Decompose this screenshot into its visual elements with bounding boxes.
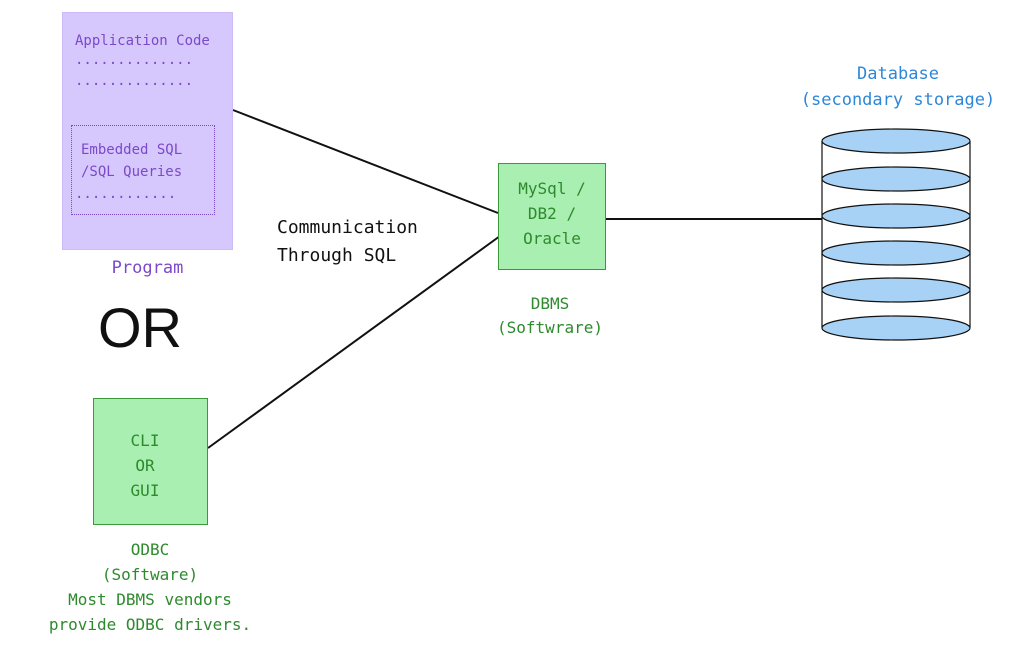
dbms-line1: MySql /	[518, 179, 586, 198]
communication-label: Communication Through SQL	[277, 214, 418, 270]
database-label1: Database	[857, 64, 939, 84]
database-label: Database (secondary storage)	[788, 61, 1008, 113]
dbms-label1: DBMS	[530, 294, 570, 313]
odbc-label3: Most DBMS vendors	[68, 590, 232, 609]
cli-line3: GUI	[130, 481, 160, 500]
database-cylinder-icon	[821, 128, 971, 341]
dbms-label: DBMS (Softwrare)	[470, 292, 630, 340]
odbc-label1: ODBC	[130, 540, 170, 559]
cli-box-text: CLI OR GUI	[100, 428, 190, 503]
disk-platter	[821, 315, 971, 341]
disk-platter	[821, 203, 971, 229]
disk-platter	[821, 166, 971, 192]
embedded-dots-line: ............	[75, 186, 177, 202]
embedded-sql-line1: Embedded SQL	[81, 142, 183, 158]
cli-line1: CLI	[130, 431, 160, 450]
odbc-label: ODBC (Software) Most DBMS vendors provid…	[0, 537, 300, 637]
dbms-box	[498, 163, 606, 270]
program-box	[62, 12, 233, 250]
dbms-box-text: MySql / DB2 / Oracle	[498, 176, 606, 251]
program-label: Program	[111, 258, 184, 278]
disk-platter	[821, 240, 971, 266]
cli-line2: OR	[135, 456, 155, 475]
dbms-label2: (Softwrare)	[497, 318, 603, 337]
cli-to-dbms-line	[207, 235, 501, 449]
communication-line1: Communication	[277, 217, 418, 238]
dbms-line3: Oracle	[523, 229, 581, 248]
code-dots-line: ..............	[75, 52, 194, 68]
disk-platter	[821, 128, 971, 154]
program-to-dbms-line	[232, 109, 499, 214]
embedded-sql-box	[71, 125, 215, 215]
application-code-title: Application Code	[75, 33, 210, 49]
dbms-line2: DB2 /	[527, 204, 577, 223]
database-label2: (secondary storage)	[800, 90, 996, 110]
communication-line2: Through SQL	[277, 245, 397, 266]
embedded-sql-line2: /SQL Queries	[81, 164, 183, 180]
cli-gui-box	[93, 398, 208, 525]
disk-platter	[821, 277, 971, 303]
odbc-label4: provide ODBC drivers.	[48, 615, 252, 634]
code-dots-line: ..............	[75, 73, 194, 89]
or-text: OR	[98, 296, 182, 359]
odbc-label2: (Software)	[101, 565, 199, 584]
